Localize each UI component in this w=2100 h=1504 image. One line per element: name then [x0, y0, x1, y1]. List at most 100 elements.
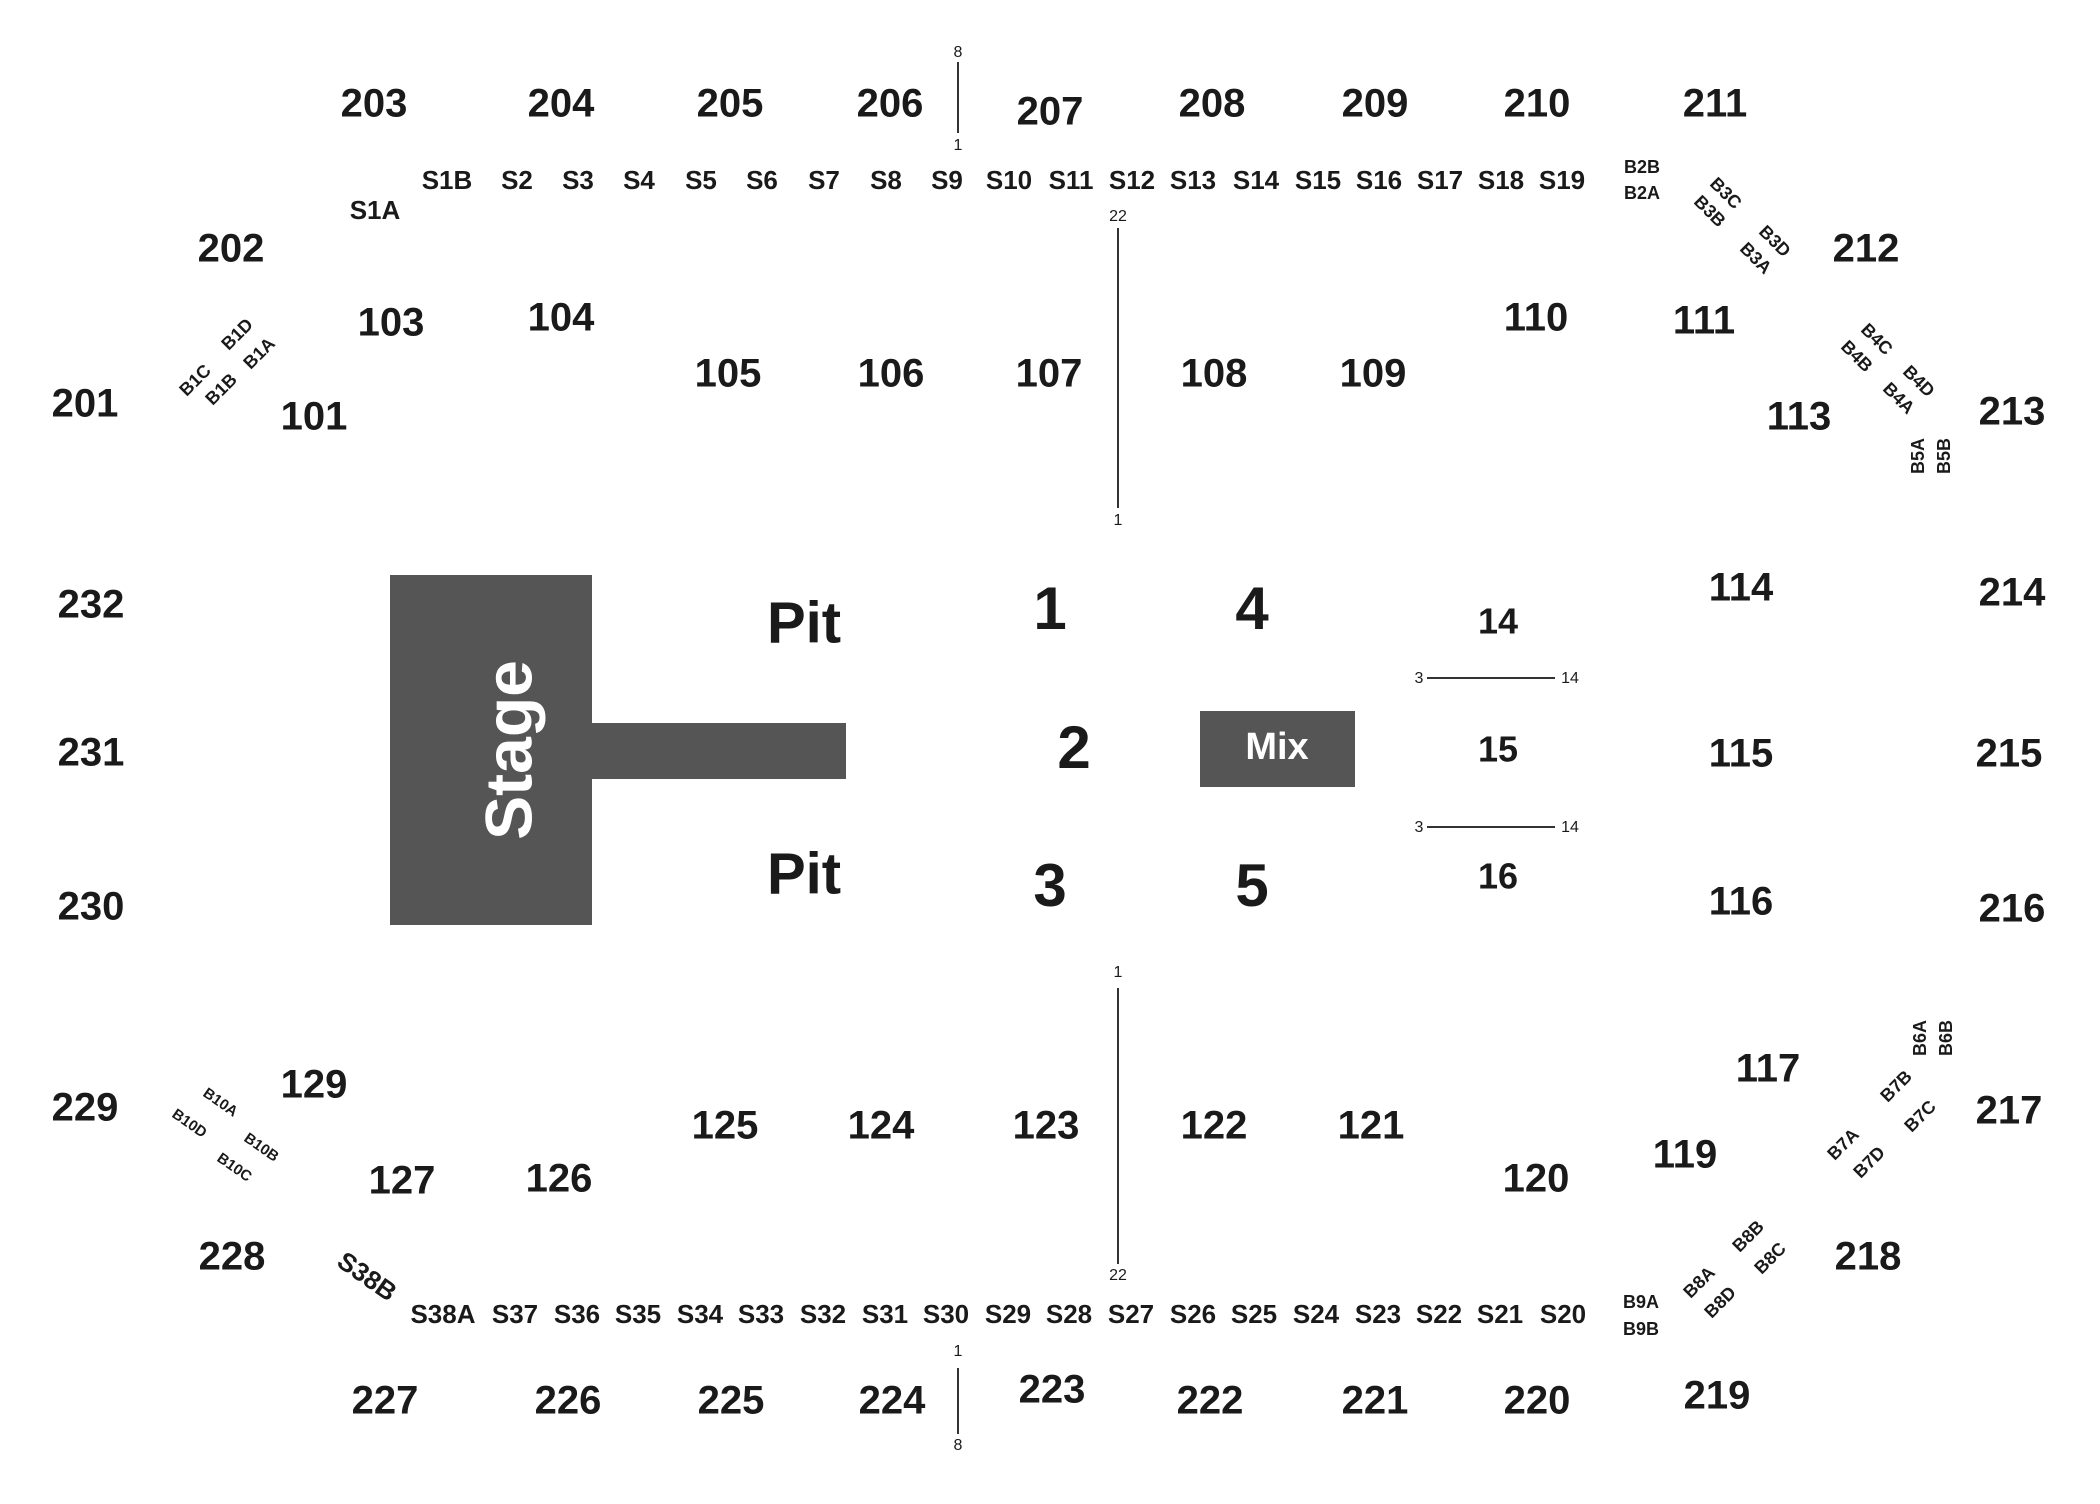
section-204[interactable]: 204: [528, 82, 595, 126]
section-215[interactable]: 215: [1976, 732, 2043, 776]
box-b7d[interactable]: B7D: [1849, 1142, 1889, 1182]
suite-s32[interactable]: S32: [800, 1299, 846, 1329]
floor-section-16[interactable]: 16: [1478, 856, 1518, 897]
box-b7c[interactable]: B7C: [1900, 1096, 1940, 1136]
section-127[interactable]: 127: [369, 1159, 436, 1203]
floor-section-14[interactable]: 14: [1478, 601, 1518, 642]
section-212[interactable]: 212: [1833, 227, 1900, 271]
floor-section-3[interactable]: 3: [1033, 852, 1066, 919]
pit-top[interactable]: Pit: [767, 590, 841, 655]
section-209[interactable]: 209: [1342, 82, 1409, 126]
section-217[interactable]: 217: [1976, 1089, 2043, 1133]
section-222[interactable]: 222: [1177, 1379, 1244, 1423]
box-b8b[interactable]: B8B: [1728, 1216, 1768, 1256]
section-211[interactable]: 211: [1683, 82, 1748, 126]
section-210[interactable]: 210: [1504, 82, 1571, 126]
suite-s21[interactable]: S21: [1477, 1299, 1523, 1329]
box-b10a[interactable]: B10A: [200, 1085, 241, 1121]
suite-s2[interactable]: S2: [501, 165, 533, 195]
section-228[interactable]: 228: [199, 1235, 266, 1279]
section-214[interactable]: 214: [1979, 571, 2046, 615]
suite-s23[interactable]: S23: [1355, 1299, 1401, 1329]
section-105[interactable]: 105: [695, 352, 762, 396]
box-b9a[interactable]: B9A: [1623, 1292, 1659, 1312]
section-232[interactable]: 232: [58, 583, 125, 627]
suite-s7[interactable]: S7: [808, 165, 840, 195]
section-202[interactable]: 202: [198, 227, 265, 271]
floor-section-4[interactable]: 4: [1235, 575, 1269, 642]
suite-s34[interactable]: S34: [677, 1299, 724, 1329]
section-229[interactable]: 229: [52, 1086, 119, 1130]
floor-section-5[interactable]: 5: [1235, 852, 1268, 919]
box-b10d[interactable]: B10D: [169, 1106, 210, 1142]
section-213[interactable]: 213: [1979, 390, 2046, 434]
box-b10c[interactable]: B10C: [214, 1150, 255, 1186]
box-b7b[interactable]: B7B: [1876, 1066, 1916, 1106]
suite-s37[interactable]: S37: [492, 1299, 538, 1329]
box-b6a[interactable]: B6A: [1910, 1020, 1930, 1056]
pit-bottom[interactable]: Pit: [767, 841, 841, 906]
section-125[interactable]: 125: [692, 1104, 759, 1148]
section-122[interactable]: 122: [1181, 1104, 1248, 1148]
section-208[interactable]: 208: [1179, 82, 1246, 126]
section-224[interactable]: 224: [859, 1379, 926, 1423]
box-b2b[interactable]: B2B: [1624, 157, 1660, 177]
section-106[interactable]: 106: [858, 352, 925, 396]
suite-s38a[interactable]: S38A: [410, 1299, 475, 1329]
section-230[interactable]: 230: [58, 885, 125, 929]
suite-s8[interactable]: S8: [870, 165, 902, 195]
section-116[interactable]: 116: [1709, 880, 1774, 924]
suite-s20[interactable]: S20: [1540, 1299, 1586, 1329]
mix-position[interactable]: Mix: [1200, 711, 1355, 787]
section-110[interactable]: 110: [1504, 296, 1569, 340]
section-119[interactable]: 119: [1653, 1133, 1718, 1177]
suite-s18[interactable]: S18: [1478, 165, 1524, 195]
box-b6b[interactable]: B6B: [1936, 1020, 1956, 1056]
box-b5a[interactable]: B5A: [1908, 438, 1928, 474]
suite-s12[interactable]: S12: [1109, 165, 1155, 195]
section-201[interactable]: 201: [52, 382, 119, 426]
section-123[interactable]: 123: [1013, 1104, 1080, 1148]
suite-s10[interactable]: S10: [986, 165, 1032, 195]
suite-s13[interactable]: S13: [1170, 165, 1216, 195]
suite-s22[interactable]: S22: [1416, 1299, 1462, 1329]
suite-s3[interactable]: S3: [562, 165, 594, 195]
suite-s6[interactable]: S6: [746, 165, 778, 195]
section-225[interactable]: 225: [698, 1379, 765, 1423]
section-203[interactable]: 203: [341, 82, 408, 126]
section-227[interactable]: 227: [352, 1379, 419, 1423]
box-b8c[interactable]: B8C: [1750, 1238, 1790, 1278]
box-b9b[interactable]: B9B: [1623, 1319, 1659, 1339]
box-b7a[interactable]: B7A: [1823, 1124, 1863, 1164]
suite-s17[interactable]: S17: [1417, 165, 1463, 195]
section-219[interactable]: 219: [1684, 1374, 1751, 1418]
section-124[interactable]: 124: [848, 1104, 915, 1148]
section-117[interactable]: 117: [1736, 1047, 1801, 1091]
section-220[interactable]: 220: [1504, 1379, 1571, 1423]
section-114[interactable]: 114: [1709, 566, 1774, 610]
box-b5b[interactable]: B5B: [1934, 438, 1954, 474]
suite-s28[interactable]: S28: [1046, 1299, 1092, 1329]
stage[interactable]: Stage: [390, 575, 846, 925]
section-218[interactable]: 218: [1835, 1235, 1902, 1279]
suite-s16[interactable]: S16: [1356, 165, 1402, 195]
suite-s1b[interactable]: S1B: [422, 165, 473, 195]
section-206[interactable]: 206: [857, 82, 924, 126]
section-223[interactable]: 223: [1019, 1368, 1086, 1412]
section-113[interactable]: 113: [1767, 395, 1832, 439]
suite-s4[interactable]: S4: [623, 165, 655, 195]
floor-section-1[interactable]: 1: [1033, 575, 1066, 642]
suite-s5[interactable]: S5: [685, 165, 717, 195]
section-121[interactable]: 121: [1338, 1104, 1405, 1148]
section-111[interactable]: 111: [1673, 299, 1735, 343]
suite-s27[interactable]: S27: [1108, 1299, 1154, 1329]
suite-s35[interactable]: S35: [615, 1299, 661, 1329]
section-120[interactable]: 120: [1503, 1157, 1570, 1201]
suite-s24[interactable]: S24: [1293, 1299, 1340, 1329]
suite-s11[interactable]: S11: [1049, 165, 1094, 195]
suite-s14[interactable]: S14: [1233, 165, 1280, 195]
section-115[interactable]: 115: [1709, 732, 1774, 776]
floor-section-15[interactable]: 15: [1478, 729, 1518, 770]
suite-s30[interactable]: S30: [923, 1299, 969, 1329]
section-101[interactable]: 101: [281, 395, 348, 439]
